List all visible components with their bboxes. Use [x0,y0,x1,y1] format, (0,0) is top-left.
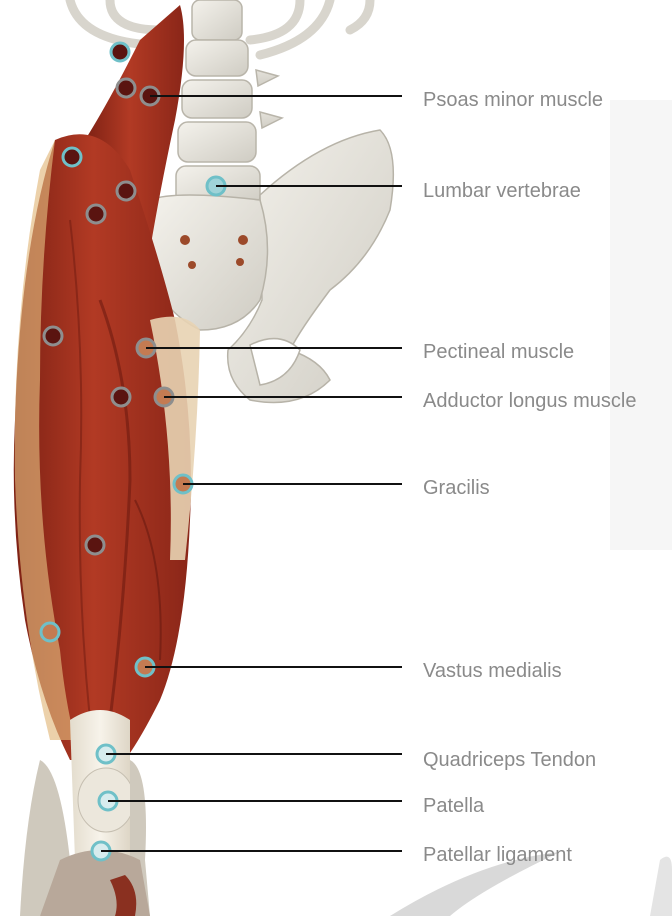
marker [112,388,130,406]
label-patellar-ligament: Patellar ligament [423,844,572,866]
marker [86,536,104,554]
label-lumbar-vertebrae: Lumbar vertebrae [423,180,581,202]
label-psoas-minor-muscle: Psoas minor muscle [423,89,603,111]
background-decoration [390,100,672,916]
labels: Psoas minor muscle Lumbar vertebrae Pect… [423,89,636,866]
marker [111,43,129,61]
marker [117,182,135,200]
label-patella: Patella [423,795,485,817]
label-quadriceps-tendon: Quadriceps Tendon [423,749,596,771]
marker [41,623,59,641]
label-vastus-medialis: Vastus medialis [423,660,562,682]
marker [87,205,105,223]
label-gracilis: Gracilis [423,477,490,499]
marker [63,148,81,166]
marker [117,79,135,97]
marker [44,327,62,345]
label-adductor-longus-muscle: Adductor longus muscle [423,390,636,412]
label-pectineal-muscle: Pectineal muscle [423,341,574,363]
